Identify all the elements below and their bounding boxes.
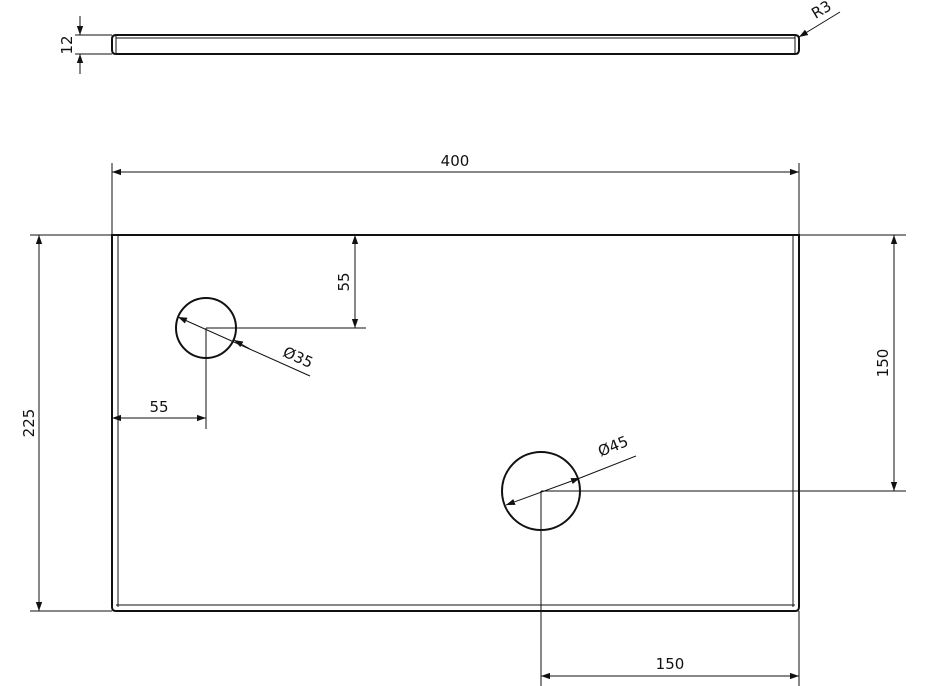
width-label: 400	[441, 152, 470, 170]
small-hole-diameter-line	[177, 316, 311, 377]
large-hole-diameter-line	[505, 477, 581, 506]
top-view-plate-outline	[111, 234, 800, 612]
large-hole-diameter-leader	[579, 455, 637, 479]
side-view: 12 R3	[58, 0, 841, 74]
large-hole-top-offset-label-visible: 150	[874, 349, 892, 378]
thickness-label: 12	[58, 35, 76, 54]
top-view: 400 225 55 55 Ø35 55 150 150 Ø45	[20, 152, 906, 686]
small-hole-diameter-label: Ø35	[280, 343, 316, 372]
height-label: 225	[20, 409, 38, 438]
small-hole-left-offset-label: 55	[149, 398, 168, 416]
side-view-plate-outline	[111, 34, 800, 55]
small-hole-top-offset-label: 55	[335, 272, 353, 291]
large-hole-diameter-label: Ø45	[595, 432, 630, 460]
radius-leader	[798, 11, 841, 38]
large-hole-right-offset-label: 150	[656, 655, 685, 673]
small-hole-diameter-arrow	[233, 339, 251, 350]
radius-label: R3	[808, 0, 834, 23]
